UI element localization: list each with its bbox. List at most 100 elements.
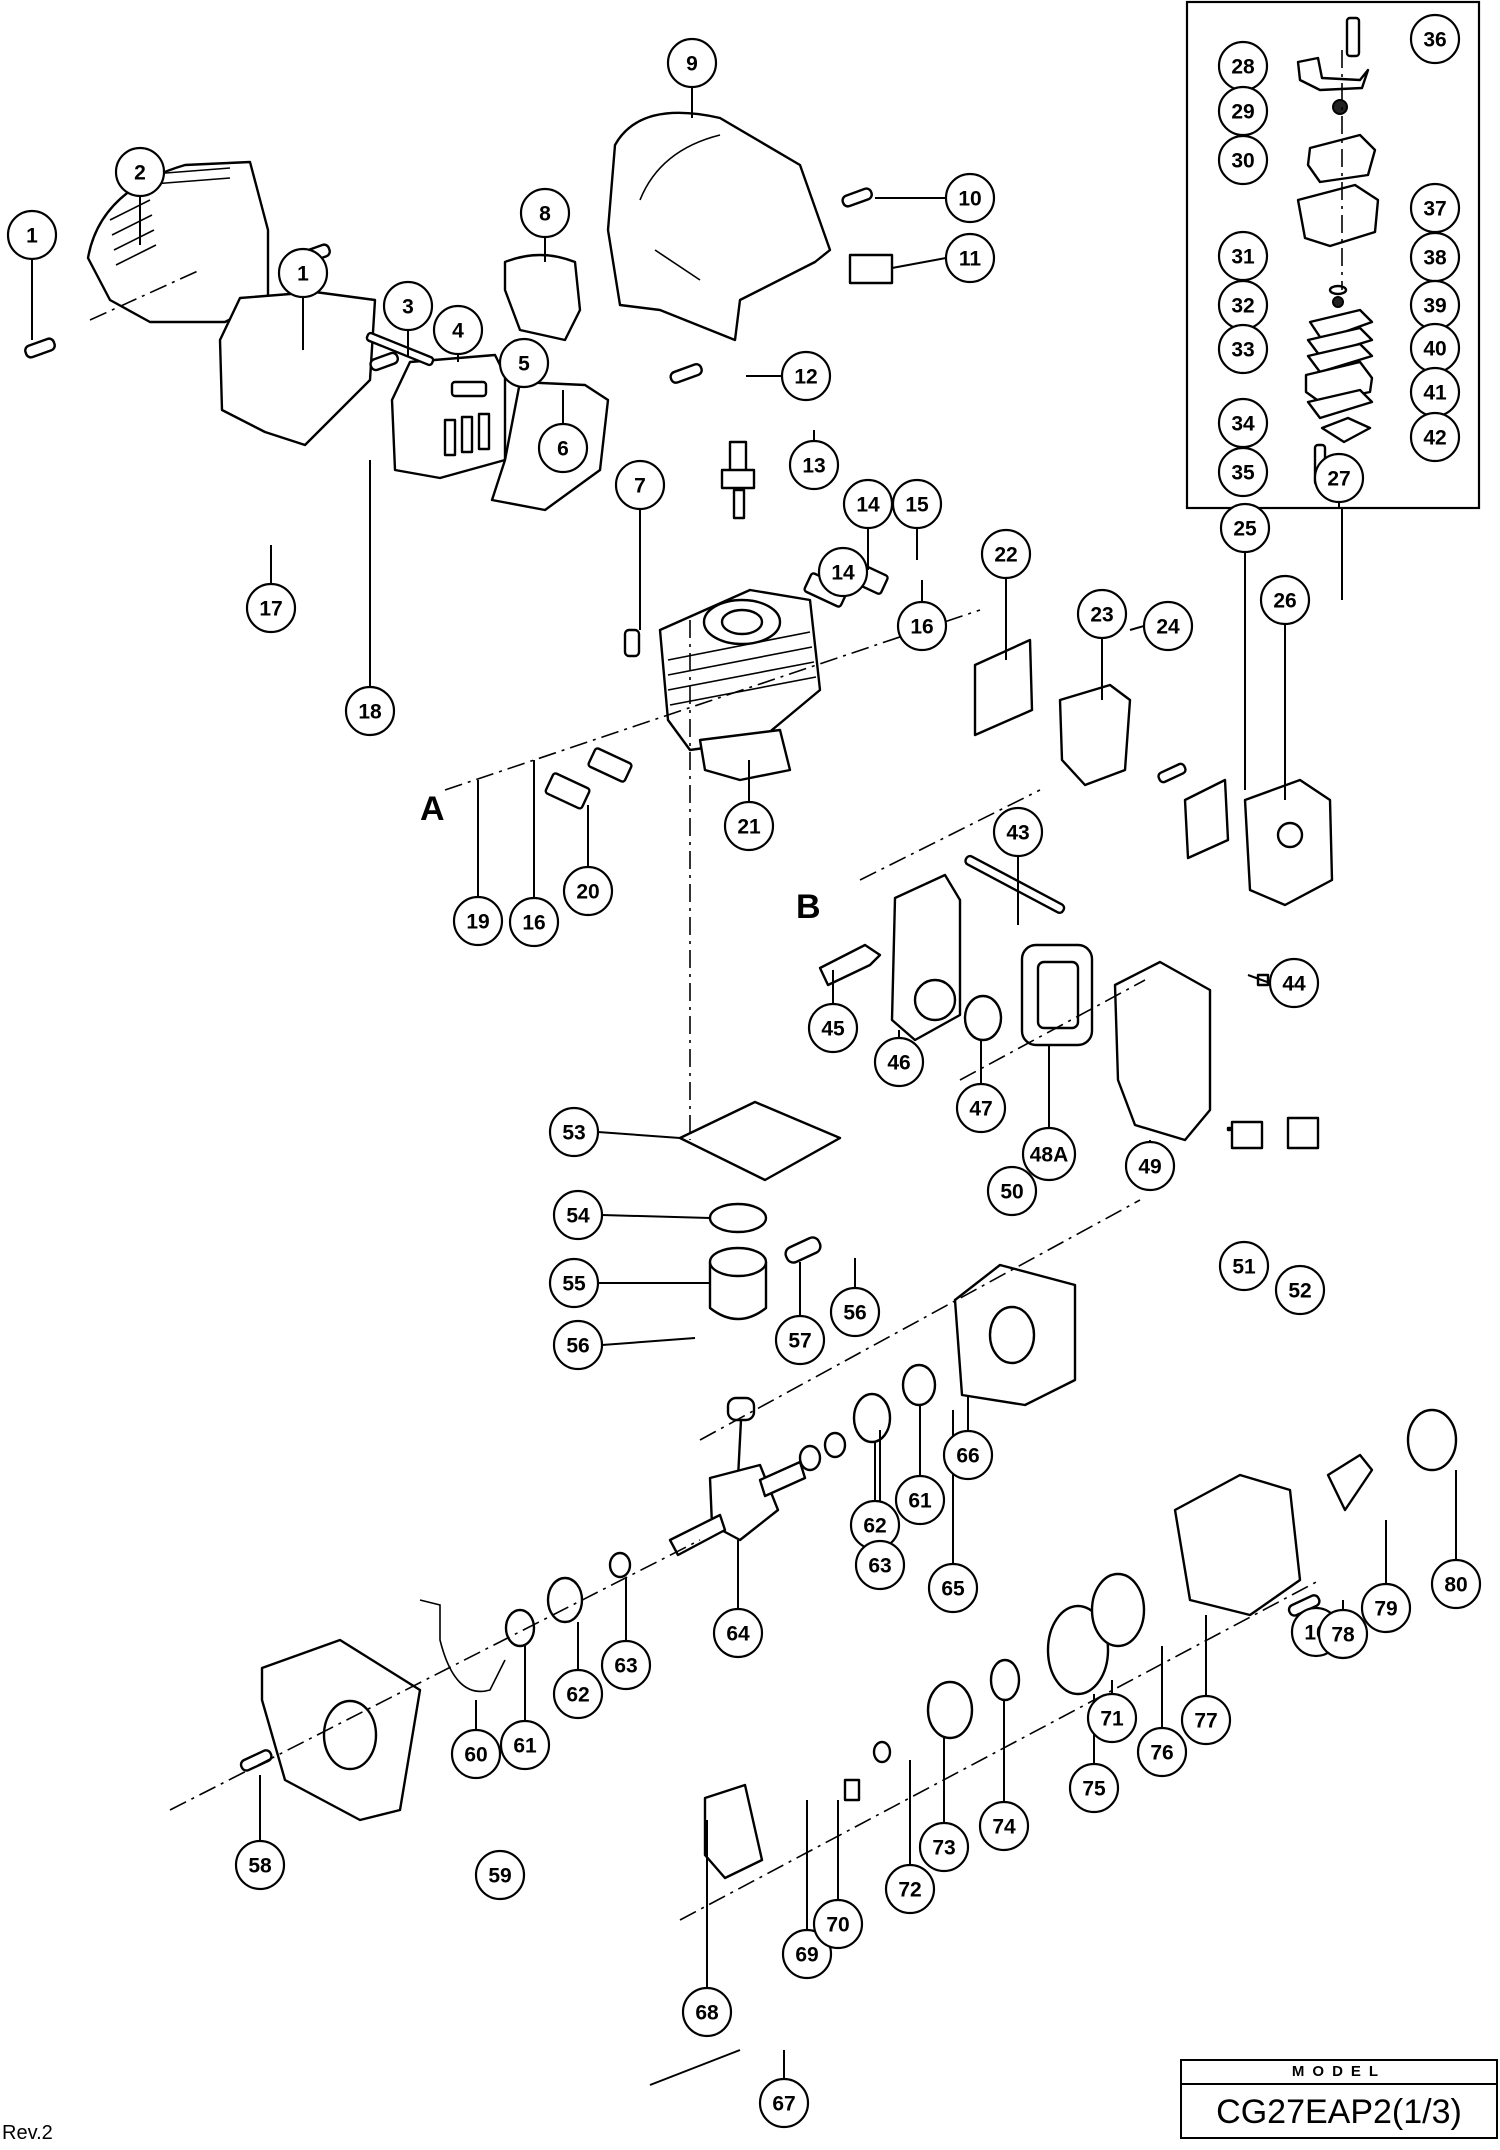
callout-circle	[944, 172, 996, 224]
ratchet-spring-icon	[989, 1658, 1021, 1702]
callout-label: 56	[843, 1302, 866, 1325]
callout-circle	[1217, 446, 1269, 498]
callout-circle	[382, 280, 434, 332]
callout-41: 41	[1409, 366, 1461, 418]
model-number: CG27EAP2(1/3)	[1216, 2093, 1462, 2131]
callout-circle	[944, 232, 996, 284]
leader-line	[891, 257, 947, 269]
callout-circle	[758, 2077, 810, 2129]
callout-label: 56	[566, 1335, 589, 1358]
callout-circle	[980, 528, 1032, 580]
filter-plate-icon	[503, 253, 582, 342]
callout-circle	[1218, 1240, 1270, 1292]
callout-39: 39	[1409, 279, 1461, 331]
callout-circle	[1219, 502, 1271, 554]
callout-circle	[896, 600, 948, 652]
callout-label: 34	[1231, 413, 1255, 436]
callout-label: 51	[1232, 1256, 1256, 1279]
callout-label: 80	[1444, 1574, 1467, 1597]
callout-20: 20	[562, 865, 614, 917]
callout-80: 80	[1430, 1558, 1482, 1610]
screw-icon	[1157, 762, 1187, 784]
callout-label: 28	[1231, 56, 1255, 79]
callout-circle	[614, 459, 666, 511]
callout-circle	[114, 146, 166, 198]
knob-icon	[1332, 99, 1348, 115]
callout-label: 70	[826, 1914, 849, 1937]
callout-9: 9	[666, 37, 718, 89]
cylinder-gasket-icon	[678, 1100, 842, 1182]
callout-59: 59	[474, 1849, 526, 1901]
callout-circle	[829, 1286, 881, 1338]
leader-line	[649, 2049, 741, 2086]
diaphragm-icon	[1306, 342, 1374, 374]
callout-1: 1	[277, 247, 329, 299]
carb-gasket-icon	[1183, 778, 1230, 860]
callout-circle	[774, 1314, 826, 1366]
callout-label: 16	[522, 912, 545, 935]
rope-reel-icon	[1046, 1604, 1110, 1696]
callout-64: 64	[712, 1607, 764, 1659]
callout-label: 73	[932, 1837, 955, 1860]
callout-label: 18	[358, 701, 382, 724]
assembly-axis-line	[959, 979, 1146, 1081]
callout-circle	[1021, 1126, 1077, 1182]
muffler-icon	[390, 353, 507, 480]
callout-18: 18	[344, 685, 396, 737]
callout-label: 23	[1090, 604, 1113, 627]
gasket-icon	[587, 747, 633, 783]
screw-icon	[24, 337, 56, 359]
callout-76: 76	[1136, 1726, 1188, 1778]
callout-label: 29	[1231, 101, 1254, 124]
callout-label: 54	[566, 1205, 590, 1228]
callout-circle	[681, 1986, 733, 2038]
callout-13: 13	[788, 439, 840, 491]
callout-label: 50	[1000, 1181, 1023, 1204]
callout-circle	[918, 1821, 970, 1873]
screw-icon	[623, 628, 641, 658]
callout-31: 31	[1217, 230, 1269, 282]
callout-circle	[712, 1607, 764, 1659]
callout-74: 74	[978, 1800, 1030, 1852]
callout-circle	[986, 1165, 1038, 1217]
callout-66: 66	[942, 1429, 994, 1481]
callout-circle	[1180, 1694, 1232, 1746]
callout-label: 25	[1233, 518, 1257, 541]
callout-circle	[450, 1728, 502, 1780]
callout-label: 7	[634, 475, 646, 498]
callout-53: 53	[548, 1106, 600, 1158]
callout-circle	[1076, 588, 1128, 640]
callout-7: 7	[614, 459, 666, 511]
starter-case-icon	[1173, 1473, 1302, 1617]
assembly-axis-line	[444, 609, 981, 791]
callout-circle	[1259, 574, 1311, 626]
callout-circle	[537, 422, 589, 474]
callout-28: 28	[1217, 40, 1269, 92]
callout-circle	[1217, 323, 1269, 375]
callout-30: 30	[1217, 134, 1269, 186]
callout-22: 22	[980, 528, 1032, 580]
callout-label: 15	[905, 494, 929, 517]
callout-label: 19	[466, 911, 489, 934]
callout-27: 27	[1313, 452, 1365, 504]
callout-circle	[600, 1639, 652, 1691]
callout-78: 78	[1317, 1608, 1369, 1660]
callout-circle	[452, 895, 504, 947]
diaphragm-icon	[1306, 388, 1374, 420]
callout-63: 63	[600, 1639, 652, 1691]
callout-circle	[234, 1839, 286, 1891]
callout-label: 10	[958, 188, 981, 211]
callout-label: 62	[863, 1515, 886, 1538]
callout-label: 14	[831, 562, 855, 585]
callout-circle	[1360, 1582, 1412, 1634]
callout-label: 30	[1231, 150, 1254, 173]
callout-label: 58	[248, 1855, 272, 1878]
screw-icon	[841, 187, 873, 208]
insulator-icon	[1058, 683, 1132, 787]
callout-label: 6	[557, 438, 569, 461]
callout-label: 22	[994, 544, 1017, 567]
callout-58: 58	[234, 1839, 286, 1891]
callout-circle	[1409, 411, 1461, 463]
callout-circle	[780, 350, 832, 402]
